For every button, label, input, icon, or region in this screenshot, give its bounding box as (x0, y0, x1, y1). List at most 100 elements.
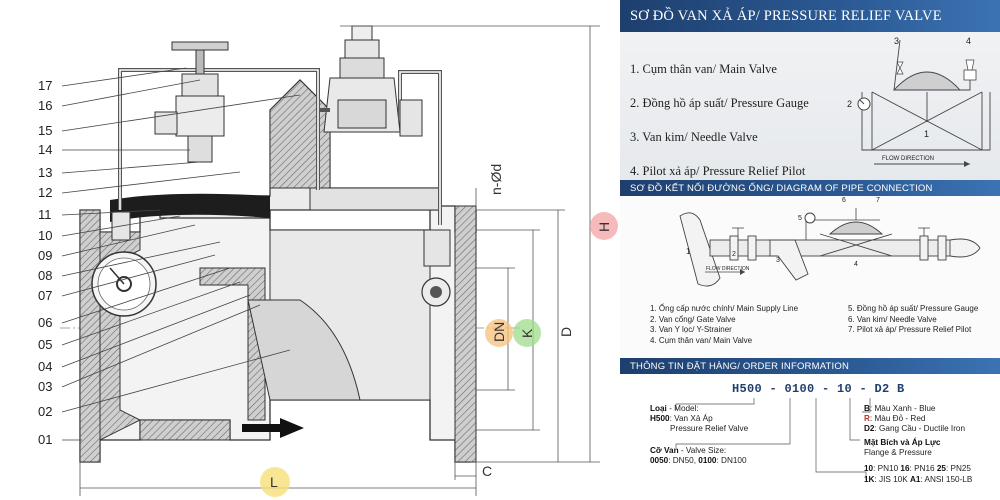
scheme-num-2: 2 (847, 99, 852, 109)
section-valve-scheme: 1. Cụm thân van/ Main Valve 2. Đồng hồ á… (620, 32, 1000, 180)
order-p2-val: : PN16 (909, 464, 937, 474)
part-label-03: 03 (38, 379, 52, 394)
pipe-connection-svg: 1 2 3 4 5 6 7 FLOW DIRECTION (679, 197, 981, 287)
header-order-information: THÔNG TIN ĐẶT HÀNG/ ORDER INFORMATION (620, 358, 1000, 374)
section-pipe-connection: 1 2 3 4 5 6 7 FLOW DIRECTION 1. Ống cấp … (620, 196, 1000, 358)
order-p1-val: : PN10 (873, 464, 901, 474)
pipe-num-1: 1 (686, 247, 691, 256)
leader-lines (61, 67, 301, 441)
dim-h-marker (590, 212, 618, 240)
needle-valve (154, 41, 229, 163)
order-mat-val: : Gang Cầu - Ductile Iron (874, 424, 966, 434)
scheme-legend: 1. Cụm thân van/ Main Valve 2. Đồng hồ á… (630, 52, 809, 188)
dim-nod-label: n-Ød (488, 164, 504, 195)
order-size-2-code: 0100 (698, 456, 717, 466)
dim-c-label: C (482, 463, 492, 479)
order-p1-code: 10 (864, 464, 874, 474)
dim-d-label: D (558, 327, 574, 337)
part-label-16: 16 (38, 98, 52, 113)
section-order-information: H500 - 0100 - 10 - D2 B Loại - Model: H5… (620, 374, 1000, 500)
order-model-desc-1: : Van Xả Áp (669, 414, 713, 424)
order-color-b-val: : Màu Xanh - Blue (869, 404, 936, 413)
scheme-flow-direction: FLOW DIRECTION (882, 156, 934, 162)
pipe-num-7: 7 (876, 197, 880, 204)
scheme-num-4: 4 (966, 36, 971, 46)
header-pressure-relief-diagram: SƠ ĐỒ VAN XẢ ÁP/ PRESSURE RELIEF VALVE (620, 0, 1000, 32)
part-label-17: 17 (38, 78, 52, 93)
dim-h-label: H (596, 222, 612, 232)
part-label-10: 10 (38, 228, 52, 243)
order-p3-val: : PN25 (945, 464, 971, 474)
part-label-13: 13 (38, 165, 52, 180)
pipe-legend-item-7: 7. Pilot xả áp/ Pressure Relief Pilot (848, 325, 972, 334)
valve-drawing-svg: 17 16 15 14 13 12 11 10 09 08 07 06 05 0… (38, 25, 618, 497)
order-size-1-val: : DN50, (668, 456, 699, 466)
info-panel: SƠ ĐỒ VAN XẢ ÁP/ PRESSURE RELIEF VALVE 1… (620, 0, 1000, 500)
part-label-09: 09 (38, 248, 52, 263)
order-size-block: Cỡ Van - Valve Size: 0050: DN50, 0100: D… (650, 446, 747, 466)
order-size-title-en: - Valve Size: (678, 446, 727, 455)
order-mat-code: D2 (864, 424, 875, 434)
order-model-title-en: - Model: (666, 404, 699, 413)
order-flange-title: Mặt Bích và Áp Lực (864, 438, 941, 447)
pipe-legend-right: 5. Đồng hồ áp suất/ Pressure Gauge 6. Va… (848, 304, 978, 336)
pipe-flow-direction: FLOW DIRECTION (706, 266, 750, 272)
part-label-11: 11 (38, 207, 52, 222)
order-code: H500 - 0100 - 10 - D2 B (732, 382, 905, 396)
part-label-12: 12 (38, 185, 52, 200)
pipe-num-6: 6 (842, 197, 846, 204)
pipe-legend-item-6: 6. Van kim/ Needle Valve (848, 314, 937, 324)
pipe-legend-item-2: 2. Van cổng/ Gate Valve (650, 314, 736, 324)
dim-dn-label: DN (491, 322, 507, 342)
order-color-r-code: R (864, 414, 870, 424)
legend-item-needle-valve: 3. Van kim/ Needle Valve (630, 130, 758, 144)
scheme-num-3: 3 (894, 36, 899, 46)
order-p5-code: A1 (909, 474, 921, 484)
order-model-block: Loại - Model: H500: Van Xả Áp Pressure R… (650, 404, 748, 435)
side-fittings (111, 99, 451, 307)
dim-k-marker (513, 319, 541, 347)
dim-l-label: L (270, 474, 278, 490)
part-label-08: 08 (38, 268, 52, 283)
main-valve-body (79, 195, 477, 463)
pipe-num-5: 5 (798, 215, 802, 222)
order-color-b-code: B (864, 404, 870, 413)
part-label-15: 15 (38, 123, 52, 138)
order-p5-val: : ANSI 150-LB (920, 474, 973, 484)
valve-bonnet (110, 79, 441, 222)
pipe-legend-item-4: 4. Cụm thân van/ Main Valve (650, 335, 753, 345)
header-pipe-connection: SƠ ĐỒ KẾT NỐI ĐƯỜNG ỐNG/ DIAGRAM OF PIPE… (620, 180, 1000, 196)
pipe-legend-item-1: 1. Ống cấp nước chính/ Main Supply Line (650, 304, 799, 313)
pipe-num-3: 3 (776, 257, 780, 264)
order-p4-val: : JIS 10K (874, 474, 910, 484)
pipe-legend-left: 1. Ống cấp nước chính/ Main Supply Line … (650, 304, 798, 346)
order-size-2-val: : DN100 (716, 456, 747, 466)
order-size-1-code: 0050 (650, 456, 669, 466)
legend-item-relief-pilot: 4. Pilot xả áp/ Pressure Relief Pilot (630, 164, 806, 178)
order-model-desc-2: Pressure Relief Valve (670, 424, 749, 434)
order-p3-code: 25 (936, 464, 946, 474)
legend-item-pressure-gauge: 2. Đồng hồ áp suất/ Pressure Gauge (630, 96, 809, 110)
valve-scheme-svg: 3 4 2 1 FLOW DIRECTION (847, 36, 991, 167)
pipe-num-2: 2 (732, 251, 736, 258)
order-model-title: Loại (650, 404, 667, 413)
order-flange-sub: Flange & Pressure (864, 448, 932, 458)
order-p4-code: 1K (864, 474, 875, 484)
part-label-07: 07 (38, 288, 52, 303)
legend-item-main-valve: 1. Cụm thân van/ Main Valve (630, 62, 777, 76)
pipe-legend-item-3: 3. Van Y lọc/ Y-Strainer (650, 325, 732, 334)
order-color-material-block: B: Màu Xanh - Blue R: Màu Đỏ - Red D2: G… (864, 404, 965, 435)
order-model-code: H500 (650, 414, 670, 424)
order-p2-code: 16 (900, 464, 910, 474)
dim-k-label: K (519, 328, 535, 338)
pressure-relief-pilot (323, 25, 401, 133)
scheme-num-1: 1 (924, 129, 929, 139)
dim-dn-marker (485, 319, 513, 347)
part-label-05: 05 (38, 337, 52, 352)
order-flange-block: Mặt Bích và Áp Lực Flange & Pressure 10:… (864, 438, 972, 485)
order-color-r-val: : Màu Đỏ - Red (869, 414, 926, 424)
pipe-num-4: 4 (854, 261, 858, 268)
pressure-gauge (91, 251, 157, 317)
flow-arrow (242, 418, 304, 438)
part-number-labels: 17 16 15 14 13 12 11 10 09 08 07 06 05 0… (38, 78, 52, 447)
